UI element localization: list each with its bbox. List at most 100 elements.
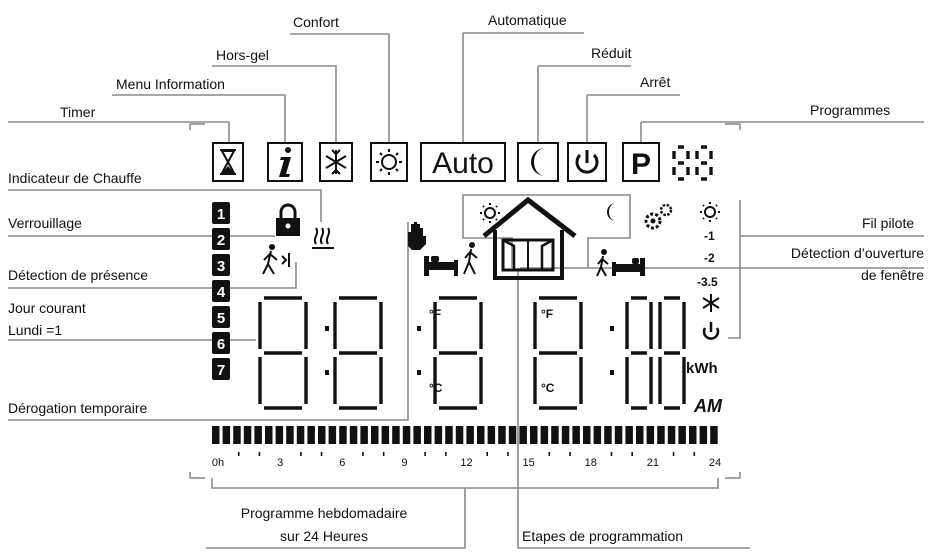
day-box: 2 — [212, 228, 230, 250]
label-hors-gel: Hors-gel — [216, 47, 269, 63]
fahrenheit-tag-2: °F — [541, 307, 553, 321]
hour-segment — [710, 426, 718, 444]
snowflake-small-icon — [702, 294, 720, 312]
day-box: 5 — [212, 306, 230, 328]
hour-segment — [561, 426, 570, 444]
hour-segment — [657, 426, 665, 444]
hour-tick-mark — [631, 452, 633, 456]
day-number: 7 — [217, 362, 225, 379]
hour-segment — [243, 426, 252, 444]
hour-tick-label: 21 — [647, 457, 659, 469]
house-window-icon — [482, 196, 577, 280]
hour-segment — [646, 426, 655, 444]
hour-segment — [434, 426, 443, 444]
day-number: 4 — [217, 284, 226, 301]
hour-segment — [530, 426, 538, 444]
hour-segment — [371, 426, 379, 444]
sun-icon — [370, 142, 408, 182]
hour-tick-label: 3 — [277, 457, 283, 469]
hour-tick-label: 0h — [212, 457, 224, 469]
programme-digit-2 — [695, 145, 713, 181]
kwh-label: kWh — [686, 360, 718, 377]
hour-segment — [604, 426, 612, 444]
hour-segment — [296, 426, 305, 444]
hour-tick-mark — [548, 452, 551, 456]
label-automatique: Automatique — [488, 12, 567, 28]
label-confort: Confort — [293, 14, 339, 30]
unit-tags: °F °C °F °C kWh AM — [429, 307, 723, 416]
day-number: 5 — [217, 310, 225, 327]
power-small-icon — [702, 322, 720, 340]
hour-segment — [222, 426, 231, 444]
programme-number-digits — [672, 145, 713, 181]
snowflake-icon — [319, 142, 353, 182]
bed-icon-left — [424, 256, 458, 276]
hour-segment — [413, 426, 421, 444]
label-programmes: Programmes — [810, 102, 890, 118]
heat-waves-icon — [312, 227, 334, 249]
label-jour-courant: Jour courant — [8, 300, 86, 316]
hour-segment — [328, 426, 337, 444]
hourglass-icon — [212, 142, 244, 182]
fil-pilote-level-2: -2 — [704, 251, 715, 265]
hour-tick-mark — [382, 452, 385, 456]
label-derogation-temporaire: Dérogation temporaire — [8, 400, 148, 416]
label-fenetre: de fenêtre — [861, 267, 924, 283]
auto-indicator: Auto — [420, 142, 506, 182]
hour-segment — [583, 426, 591, 444]
main-digit-2 — [333, 296, 383, 410]
bed-icon-right — [612, 258, 645, 276]
top-icon-row: Auto P — [212, 142, 713, 182]
labels: Timer Menu Information Hors-gel Confort … — [8, 12, 924, 544]
lcd-frame — [189, 123, 741, 479]
fil-pilote-level-3: -3.5 — [697, 275, 718, 289]
hour-segment — [402, 426, 411, 444]
p-text: P — [631, 148, 651, 181]
walking-person-left-icon — [463, 242, 478, 275]
main-digit-1 — [258, 296, 308, 410]
hour-segment — [625, 426, 633, 444]
hour-segment — [381, 426, 390, 444]
main-digit-6 — [658, 296, 686, 410]
hour-tick-mark — [300, 452, 302, 456]
hour-segment — [466, 426, 474, 444]
day-box: 4 — [212, 280, 230, 302]
hour-segment — [233, 426, 241, 444]
auto-text: Auto — [432, 147, 494, 180]
day-box: 1 — [212, 202, 230, 224]
day-number: 2 — [217, 232, 225, 249]
hour-tick-mark — [424, 452, 426, 456]
hour-tick-label: 12 — [460, 457, 472, 469]
label-detection-ouverture: Détection d’ouverture — [791, 245, 924, 261]
lock-icon — [276, 203, 300, 236]
hour-tick-mark — [486, 452, 489, 456]
hour-segment — [318, 426, 326, 444]
leader-lines — [8, 32, 924, 549]
sun-fil-pilote-icon — [700, 202, 720, 222]
day-number: 6 — [217, 336, 225, 353]
day-box: 7 — [212, 358, 230, 380]
hour-segment — [572, 426, 580, 444]
walking-person-icon — [262, 244, 290, 275]
celsius-tag-1: °C — [429, 381, 443, 395]
day-number: 3 — [217, 258, 225, 275]
label-indicateur-chauffe: Indicateur de Chauffe — [8, 170, 142, 186]
hour-segment — [275, 426, 284, 444]
main-digits — [258, 296, 686, 410]
hour-segment — [339, 426, 347, 444]
gears-icon — [644, 203, 673, 230]
programme-indicator: P — [622, 142, 660, 182]
hour-segment — [593, 426, 602, 444]
hour-segment — [667, 426, 676, 444]
hour-tick-mark — [362, 452, 364, 456]
label-fil-pilote: Fil pilote — [862, 215, 914, 231]
label-verrouillage: Verrouillage — [8, 215, 82, 231]
hour-tick-mark — [672, 452, 675, 456]
day-column: 1 2 3 4 5 6 7 — [212, 202, 230, 380]
hour-tick-label: 18 — [585, 457, 597, 469]
power-icon — [567, 142, 607, 182]
colons — [325, 326, 614, 375]
hour-segment — [678, 426, 686, 444]
